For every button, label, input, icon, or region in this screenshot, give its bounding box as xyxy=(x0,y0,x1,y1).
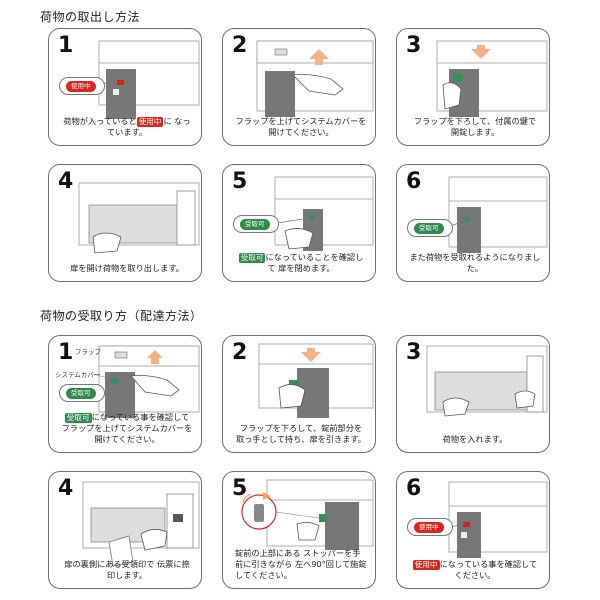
system-cover-label: システムカバー xyxy=(55,371,101,379)
step-number: 1 xyxy=(58,33,74,58)
in-use-illustration xyxy=(444,481,548,558)
step-number: 6 xyxy=(406,169,422,194)
retrieve-step-4: 4 扉を開け荷物を取り出します。 xyxy=(48,164,202,282)
step-caption: 荷物を入れます。 xyxy=(442,434,508,444)
step-caption: フラップを上げてシステムカバーを 開けてください。 xyxy=(235,116,367,137)
delivery-step-6: 6 使用中 使用中になっている事を確認して ください。 xyxy=(396,471,550,589)
step-caption: フラップを下ろして、錠前部分を 取っ手として持ち、扉を引きます。 xyxy=(236,423,366,444)
step-number: 1 xyxy=(58,340,74,365)
step-number: 2 xyxy=(232,340,248,365)
status-available-badge: 受取可 xyxy=(238,253,266,263)
step-caption: 使用中になっている事を確認して ください。 xyxy=(409,559,541,581)
status-available-pill: 受取可 xyxy=(414,223,444,234)
step-caption: また荷物を受取れるようになりました。 xyxy=(409,252,541,273)
status-available-pill: 受取可 xyxy=(66,388,96,399)
remove-parcel-illustration xyxy=(78,182,200,254)
step-caption: 受取可になっていることを確認して 扉を閉めます。 xyxy=(235,252,367,274)
caption-text: になっていることを確認して 扉を閉めます。 xyxy=(265,252,364,273)
step-caption: 扉の裏側にある受領印で 伝票に捺印します。 xyxy=(64,559,190,580)
unlock-illustration xyxy=(436,40,548,117)
stamp-slip-illustration xyxy=(82,481,200,567)
step-number: 2 xyxy=(232,33,248,58)
status-in-use-badge: 使用中 xyxy=(136,117,164,127)
status-callout: 使用中 xyxy=(407,518,453,536)
status-callout: 使用中 xyxy=(59,77,105,95)
retrieve-step-3: 3 フラップを下ろして、付属の鍵で 開錠します。 xyxy=(396,28,550,146)
step-caption: フラップを下ろして、付属の鍵で 開錠します。 xyxy=(413,116,537,137)
section-title-retrieve: 荷物の取出し方法 xyxy=(40,10,141,24)
section-title-delivery: 荷物の受取り方（配達方法） xyxy=(40,309,203,323)
retrieve-step-6: 6 受取可 また荷物を受取れるようになりました。 xyxy=(396,164,550,282)
caption-text-cont: に なっています。 xyxy=(106,116,191,137)
retrieve-step-2: 2 フラップを上げてシステムカバーを 開けてください。 xyxy=(222,28,376,146)
insert-parcel-illustration xyxy=(426,345,548,417)
status-available-pill: 受取可 xyxy=(240,219,270,230)
step-caption: 錠前の上部にある ストッパーを手前に引きながら 左へ90°回して施錠してください… xyxy=(235,548,367,580)
delivery-step-3: 3 荷物を入れます。 xyxy=(396,335,550,453)
status-callout: 受取可 xyxy=(407,219,453,237)
status-callout: 受取可 xyxy=(233,215,279,233)
ready-again-illustration xyxy=(444,176,548,253)
flap-raise-illustration xyxy=(92,345,200,418)
delivery-step-2: 2 フラップを下ろして、錠前部分を 取っ手として持ち、扉を引きます。 xyxy=(222,335,376,453)
status-callout: 受取可 xyxy=(59,384,105,402)
status-available-badge: 受取可 xyxy=(64,413,92,423)
step-number: 6 xyxy=(406,476,422,501)
lock-door-illustration xyxy=(241,479,374,550)
caption-text: になっている事を確認して フラップを上げてシステムカバーを 開けてください。 xyxy=(61,412,193,444)
status-in-use-pill: 使用中 xyxy=(414,522,444,533)
retrieve-step-1: 1 使用中 荷物が入っていると使用中に なっています。 xyxy=(48,28,202,146)
step-number: 5 xyxy=(232,476,248,501)
cabinet-illustration xyxy=(82,40,200,119)
step-caption: 扉を開け荷物を取り出します。 xyxy=(70,263,184,273)
caption-text: になっている事を確認して ください。 xyxy=(439,559,538,580)
caption-text: 荷物が入っていると xyxy=(63,116,137,126)
step-number: 4 xyxy=(58,169,74,194)
status-in-use-pill: 使用中 xyxy=(66,81,96,92)
open-door-illustration xyxy=(258,343,374,418)
step-number: 3 xyxy=(406,33,422,58)
step-caption: 受取可になっている事を確認して フラップを上げてシステムカバーを 開けてください… xyxy=(61,412,193,445)
flap-label: フラップ xyxy=(75,348,101,356)
step-number: 4 xyxy=(58,476,74,501)
retrieve-step-5: 5 受取可 受取可になっていることを確認して 扉を閉めます。 xyxy=(222,164,376,282)
close-door-illustration xyxy=(270,176,374,251)
step-number: 5 xyxy=(232,169,248,194)
delivery-step-1: 1 フラップ システムカバー 受取可 受取可になっている事を確認して フラップを… xyxy=(48,335,202,453)
delivery-step-5: 5 錠前の上部にある ストッパーを手前に引きながら 左へ90°回して施錠してくだ… xyxy=(222,471,376,589)
step-number: 3 xyxy=(406,340,422,365)
status-in-use-badge: 使用中 xyxy=(412,560,440,570)
flap-raise-illustration xyxy=(256,40,374,117)
delivery-step-4: 4 扉の裏側にある受領印で 伝票に捺印します。 xyxy=(48,471,202,589)
step-caption: 荷物が入っていると使用中に なっています。 xyxy=(61,116,193,138)
